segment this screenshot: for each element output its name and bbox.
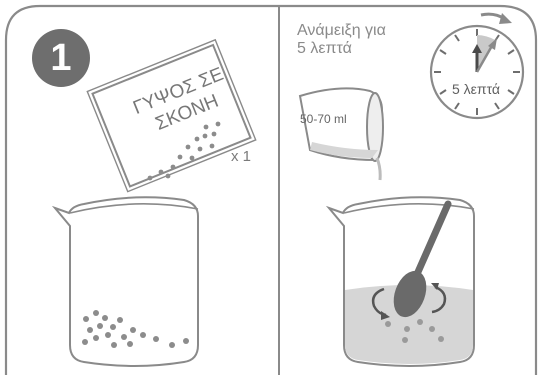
- water-quantity-label: 50-70 ml: [300, 112, 347, 126]
- water-in-beaker: [345, 285, 473, 364]
- mixing-granules: [385, 319, 444, 343]
- mix-instruction: Ανάμειξη για 5 λεπτά: [297, 22, 386, 58]
- step-number-badge: 1: [32, 29, 90, 87]
- panel-border: [4, 4, 538, 375]
- plaster-powder-packet: [86, 38, 257, 193]
- stirring-spoon: [393, 200, 452, 318]
- packet-granules: [147, 121, 221, 181]
- water-cup: [298, 87, 384, 181]
- stopwatch-icon: [429, 24, 525, 120]
- timer-label: 5 λεπτά: [452, 81, 501, 97]
- quantity-multiplier: x 1: [231, 148, 252, 165]
- left-beaker: [51, 196, 199, 367]
- powder-in-beaker: [82, 310, 189, 348]
- clockwise-arrow-icon: [480, 12, 512, 24]
- stir-arrows-icon: [371, 283, 447, 320]
- right-beaker-rim: [343, 203, 475, 214]
- left-beaker-rim: [69, 203, 199, 214]
